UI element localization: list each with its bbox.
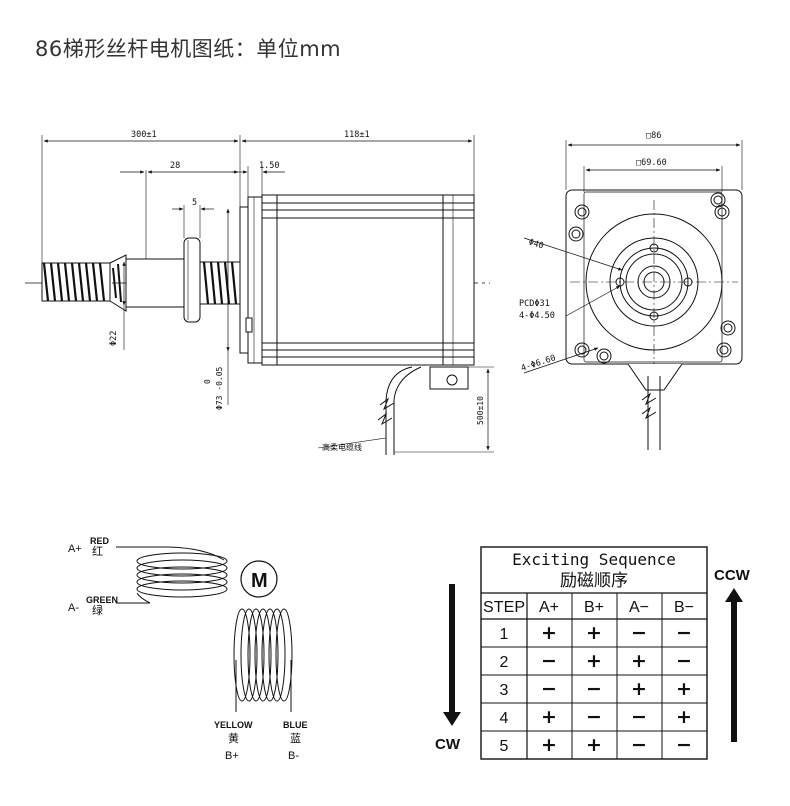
label-green-cn: 绿: [92, 603, 103, 617]
sequence-table: [480, 546, 708, 760]
front-view: [523, 140, 743, 450]
dim-body-length: 118±1: [344, 130, 370, 140]
table-sign-cell: +: [586, 734, 602, 756]
table-header-cell: STEP: [483, 599, 525, 616]
table-header-cell: B+: [584, 599, 604, 616]
label-red-cn: 红: [92, 545, 103, 558]
label-blue: BLUE: [283, 720, 308, 730]
label-yellow-cn: 黄: [228, 731, 239, 745]
dim-dia73-upper: 0: [203, 379, 212, 384]
table-header-cell: B−: [674, 599, 694, 616]
label-blue-cn: 蓝: [290, 732, 301, 745]
motor-symbol-circle: [240, 560, 278, 598]
label-a-minus: A-: [68, 602, 79, 614]
label-a-plus: A+: [68, 543, 82, 555]
label-yellow: YELLOW: [214, 720, 253, 730]
lead-screw: [41, 254, 127, 312]
table-sign-cell: −: [586, 706, 602, 728]
dim-dia22: Φ22: [109, 331, 119, 346]
cw-label: CW: [435, 736, 461, 753]
dim-sq6960: □69.60: [636, 158, 667, 168]
table-sign-cell: +: [631, 678, 647, 700]
table-header-cell: A+: [539, 599, 559, 616]
table-sign-cell: +: [586, 622, 602, 644]
nut-body: [125, 237, 241, 323]
dim-cable-length: 500±10: [476, 396, 485, 425]
cable-exit: [377, 366, 469, 455]
table-sign-cell: −: [631, 622, 647, 644]
dim-sq86: □86: [646, 131, 661, 141]
dim-1-50: 1.50: [259, 161, 279, 171]
side-view: [25, 135, 494, 455]
table-step-cell: 5: [500, 738, 509, 755]
ccw-label: CCW: [714, 567, 751, 584]
motor-symbol-label: M: [251, 570, 268, 592]
table-sign-cell: +: [586, 650, 602, 672]
label-b-plus: B+: [225, 750, 239, 762]
label-green: GREEN: [86, 595, 118, 605]
table-sign-cell: +: [676, 706, 692, 728]
dim-28: 28: [170, 161, 180, 171]
dim-screw-length: 300±1: [131, 130, 157, 140]
table-title-en: Exciting Sequence: [512, 550, 676, 569]
table-sign-cell: +: [541, 706, 557, 728]
table-sign-cell: −: [676, 734, 692, 756]
small-mount-holes: [615, 243, 693, 321]
table-step-cell: 1: [500, 626, 509, 643]
table-cells: STEP A+ B+ A− B− 1 + + − − 2 − + + − 3 − − + +4 + − − +5 + + − −: [483, 599, 694, 756]
table-step-cell: 3: [500, 682, 509, 699]
dim-5: 5: [192, 198, 197, 208]
dim-pcd31: PCDΦ31: [519, 299, 550, 309]
ccw-arrow: [725, 588, 743, 742]
table-sign-cell: −: [541, 678, 557, 700]
label-red: RED: [90, 536, 110, 546]
wiring-diagram: [116, 546, 293, 712]
table-title-cn: 励磁顺序: [560, 571, 628, 591]
table-step-cell: 2: [500, 654, 509, 671]
table-sign-cell: −: [541, 650, 557, 672]
cable-label: 高柔电缆线: [322, 442, 362, 452]
table-sign-cell: −: [586, 678, 602, 700]
dim-holes-4-5: 4-Φ4.50: [519, 311, 555, 321]
table-sign-cell: −: [631, 706, 647, 728]
page-title: 86梯形丝杆电机图纸：单位mm: [35, 37, 342, 61]
cw-arrow: [443, 584, 461, 726]
corner-mount-holes: [568, 192, 736, 364]
table-step-cell: 4: [500, 710, 509, 727]
table-header-cell: A−: [629, 599, 649, 616]
table-sign-cell: +: [541, 622, 557, 644]
table-sign-cell: +: [676, 678, 692, 700]
dim-dia73: Φ73 -0.05: [215, 366, 224, 410]
table-sign-cell: −: [676, 650, 692, 672]
table-sign-cell: −: [676, 622, 692, 644]
table-sign-cell: +: [631, 650, 647, 672]
dim-holes-6-6: 4-Φ6.60: [520, 353, 557, 374]
motor-body: [245, 194, 475, 366]
coil-a: [116, 546, 228, 604]
label-b-minus: B-: [288, 750, 299, 762]
dim-dia40: Φ40: [527, 237, 545, 251]
table-sign-cell: −: [631, 734, 647, 756]
coil-b: [233, 608, 293, 712]
table-sign-cell: +: [541, 734, 557, 756]
